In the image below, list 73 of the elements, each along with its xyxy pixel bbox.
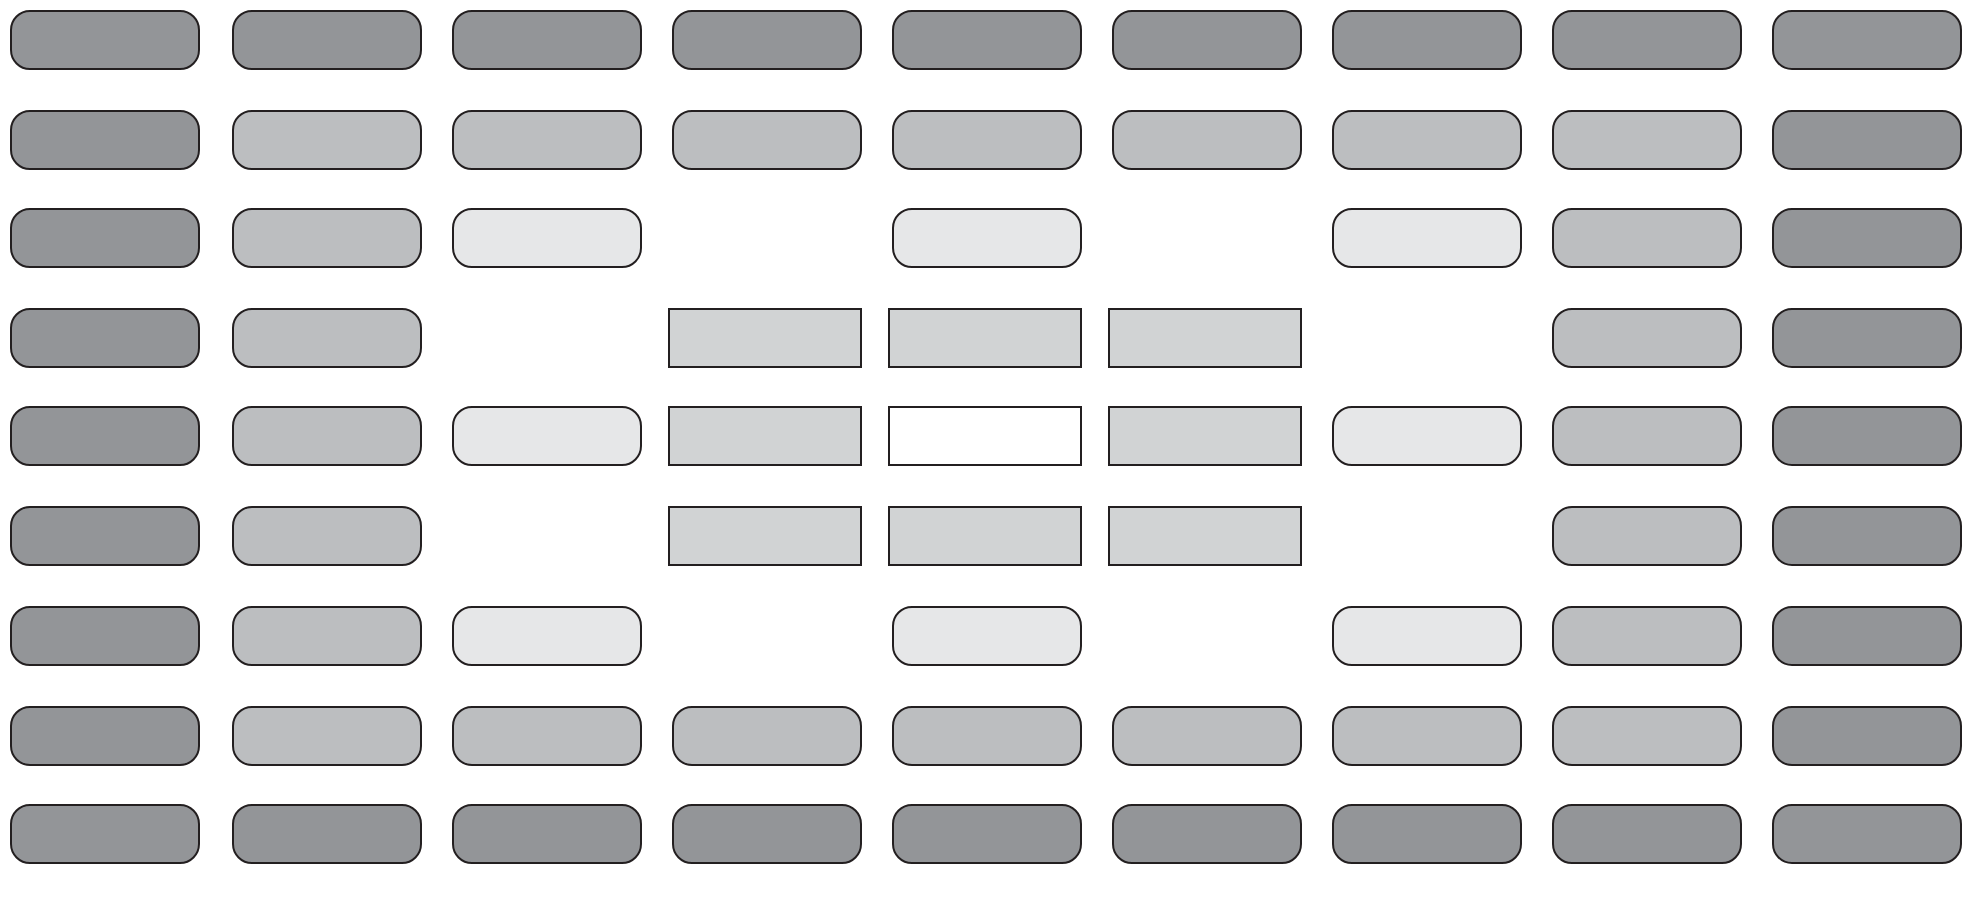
rounded-bar [1552, 706, 1742, 766]
rounded-bar [1552, 110, 1742, 170]
rounded-bar [232, 804, 422, 864]
rectangle [668, 506, 862, 566]
rounded-bar [1772, 506, 1962, 566]
rounded-bar [892, 606, 1082, 666]
rectangle [1108, 406, 1302, 466]
rounded-bar [1772, 706, 1962, 766]
rounded-bar [1332, 804, 1522, 864]
rounded-bar [1112, 804, 1302, 864]
rounded-bar [1332, 406, 1522, 466]
rounded-bar [1112, 10, 1302, 70]
rounded-bar [1552, 10, 1742, 70]
rounded-bar [1552, 308, 1742, 368]
rounded-bar [1552, 406, 1742, 466]
rounded-bar [1772, 406, 1962, 466]
rounded-bar [892, 110, 1082, 170]
rectangle [668, 406, 862, 466]
rectangle [1108, 506, 1302, 566]
rounded-bar [1772, 606, 1962, 666]
rounded-bar [1332, 208, 1522, 268]
rounded-bar [892, 208, 1082, 268]
rounded-bar [1772, 804, 1962, 864]
rounded-bar [1112, 110, 1302, 170]
rectangle [1108, 308, 1302, 368]
rounded-bar [232, 208, 422, 268]
rounded-bar [672, 10, 862, 70]
rounded-bar [10, 506, 200, 566]
rounded-bar [892, 706, 1082, 766]
rectangle [668, 308, 862, 368]
rounded-bar [452, 10, 642, 70]
rounded-bar [672, 706, 862, 766]
rounded-bar [452, 110, 642, 170]
rounded-bar [232, 308, 422, 368]
rounded-bar [1772, 308, 1962, 368]
rounded-bar [452, 406, 642, 466]
rounded-bar [232, 406, 422, 466]
rounded-bar [672, 110, 862, 170]
rounded-bar [232, 506, 422, 566]
rounded-bar [1552, 804, 1742, 864]
rounded-bar [1772, 110, 1962, 170]
rounded-bar [1332, 706, 1522, 766]
rounded-bar [232, 110, 422, 170]
rounded-bar [672, 804, 862, 864]
rounded-bar [1552, 506, 1742, 566]
rounded-bar [452, 706, 642, 766]
rounded-bar [1552, 606, 1742, 666]
rounded-bar [10, 706, 200, 766]
rounded-bar [1552, 208, 1742, 268]
rounded-bar [232, 706, 422, 766]
rectangle [888, 406, 1082, 466]
rounded-bar [1112, 706, 1302, 766]
rounded-bar [892, 10, 1082, 70]
rectangle [888, 506, 1082, 566]
rectangle [888, 308, 1082, 368]
rounded-bar [892, 804, 1082, 864]
rounded-bar [232, 606, 422, 666]
rounded-bar [10, 406, 200, 466]
rounded-bar [10, 208, 200, 268]
rounded-bar [10, 804, 200, 864]
rounded-bar [1772, 10, 1962, 70]
rounded-bar [1332, 110, 1522, 170]
rounded-bar [452, 606, 642, 666]
rounded-bar [1332, 10, 1522, 70]
rounded-bar [232, 10, 422, 70]
rounded-bar [10, 10, 200, 70]
rounded-bar [10, 110, 200, 170]
rounded-bar [10, 308, 200, 368]
rounded-bar [452, 208, 642, 268]
rounded-bar [1332, 606, 1522, 666]
rounded-bar [1772, 208, 1962, 268]
rounded-bar [10, 606, 200, 666]
rounded-bar [452, 804, 642, 864]
